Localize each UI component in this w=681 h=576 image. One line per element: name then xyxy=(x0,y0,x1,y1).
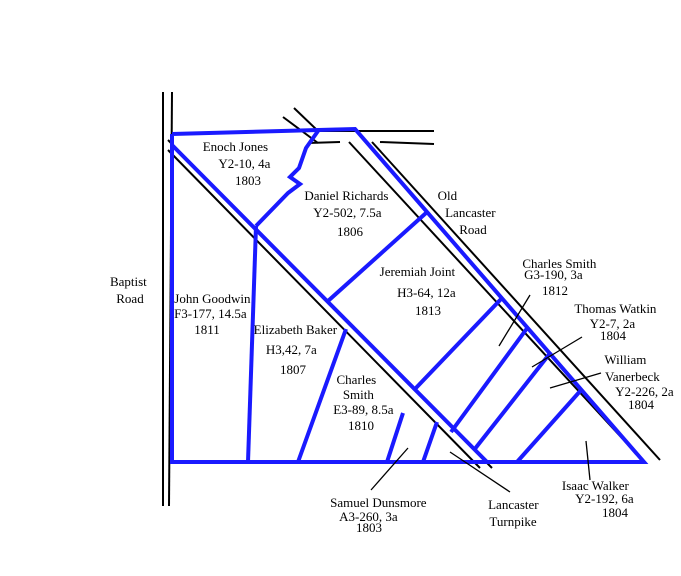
dunsmore-east-boundary xyxy=(421,421,439,463)
baptist-road-label: Baptist Road xyxy=(110,274,150,306)
smith-watkin-boundary xyxy=(449,325,530,434)
parcel-label-samuel-dunsmore: Samuel Dunsmore A3-260, 3a 1803 xyxy=(330,495,430,535)
dunsmore-west-boundary xyxy=(385,412,405,463)
parcel-label-jeremiah-joint: Jeremiah Joint H3-64, 12a 1813 xyxy=(380,264,459,318)
baker-smith-boundary xyxy=(296,328,348,463)
leader-thomas-watkin xyxy=(531,336,583,368)
parcel-label-elizabeth-baker: Elizabeth Baker H3,42, 7a 1807 xyxy=(254,322,341,377)
parcel-boundaries xyxy=(170,126,649,464)
parcel-label-isaac-walker: Isaac Walker Y2-192, 6a 1804 xyxy=(562,478,637,520)
parcel-label-thomas-watkin: Thomas Watkin Y2-7, 2a 1804 xyxy=(574,301,659,343)
old-lancaster-road-label: Old Lancaster Road xyxy=(438,188,499,237)
top-road-line-right xyxy=(379,141,435,145)
old-lancaster-road-line-d xyxy=(371,141,661,461)
lancaster-turnpike-label: Lancaster Turnpike xyxy=(488,497,542,529)
goodwin-baker-boundary xyxy=(246,225,258,463)
leader-lines xyxy=(370,294,602,493)
lancaster-turnpike-line-b xyxy=(167,149,481,469)
parcel-label-charles-smith-1810: Charles Smith E3-89, 8.5a 1810 xyxy=(333,372,397,433)
top-road-line-lower xyxy=(307,141,341,144)
turnpike-boundary xyxy=(170,143,489,464)
old-lancaster-road-line-b xyxy=(293,107,319,132)
parcel-label-william-vanerbeck: William Vanerbeck Y2-226, 2a 1804 xyxy=(604,352,677,412)
leader-isaac-walker xyxy=(585,440,591,481)
leader-william-vanerbeck xyxy=(549,372,602,389)
watkin-vanerbeck-boundary xyxy=(472,350,553,452)
parcel-label-john-goodwin: John Goodwin F3-177, 14.5a 1811 xyxy=(174,291,254,337)
parcel-label-enoch-jones: Enoch Jones Y2-10, 4a 1803 xyxy=(203,139,274,188)
leader-samuel-dunsmore xyxy=(370,447,409,491)
outer-boundary xyxy=(170,126,649,464)
parcel-label-charles-smith-1812: Charles Smith G3-190, 3a 1812 xyxy=(522,256,599,298)
vanerbeck-walker-boundary xyxy=(515,387,584,464)
joint-smith-boundary xyxy=(412,295,505,392)
enoch-jones-boundary xyxy=(254,129,320,228)
leader-charles-smith-1812 xyxy=(498,294,531,347)
parcel-label-daniel-richards: Daniel Richards Y2-502, 7.5a 1806 xyxy=(304,188,391,239)
richards-joint-boundary xyxy=(326,211,428,303)
leader-lancaster-turnpike xyxy=(449,451,511,493)
